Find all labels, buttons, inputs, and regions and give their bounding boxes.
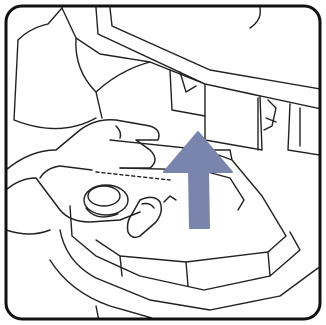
frame-border [6,6,320,319]
dashed-guide-line [96,172,170,180]
knob [84,185,128,217]
rear-block [170,70,276,150]
